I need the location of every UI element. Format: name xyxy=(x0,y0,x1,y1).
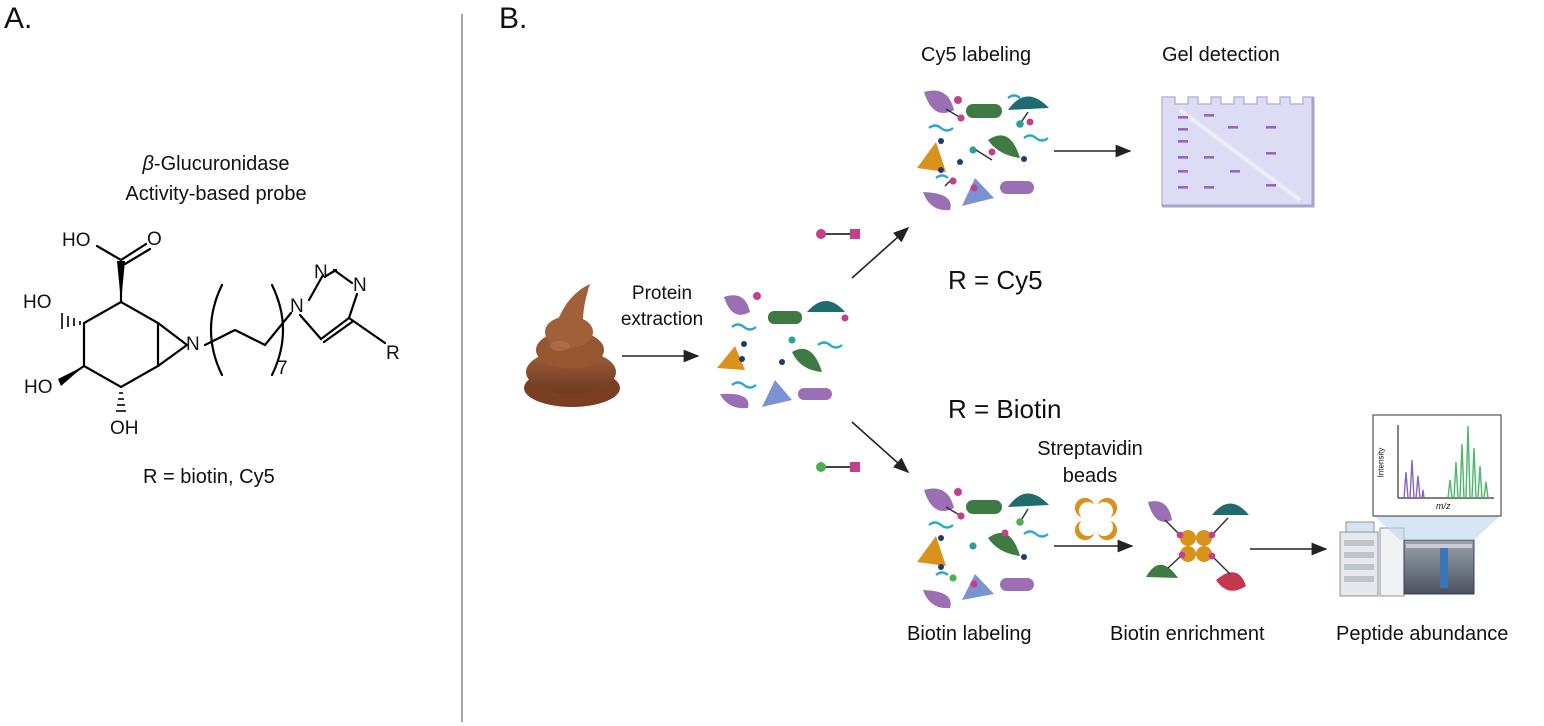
wedge-bond-acid xyxy=(117,261,125,302)
cy5-labeled-cluster xyxy=(917,90,1049,211)
repeat-bracket-left xyxy=(209,283,224,377)
panel-label-b: B. xyxy=(499,2,528,35)
probe-title: β-Glucuronidase xyxy=(108,153,324,176)
streptavidin-bead-icon xyxy=(1074,497,1118,541)
streptavidin-beads-label: Streptavidin beads xyxy=(1037,438,1143,487)
gel-detection-label: Gel detection xyxy=(1162,44,1280,66)
protein-extraction-label: Protein extraction xyxy=(620,283,704,330)
hash-bond-oh-lower xyxy=(116,392,126,412)
atom-ho-acid: HO xyxy=(62,230,91,251)
spectrum-inset xyxy=(1372,414,1502,540)
spectrum-y-axis-label: Intensity xyxy=(1376,447,1386,478)
atom-ho-1: HO xyxy=(23,292,52,313)
protein-mixture-icon xyxy=(717,292,849,409)
alkyl-chain xyxy=(203,311,293,347)
atom-n-triazole-2: N xyxy=(314,262,328,283)
atom-n-aziridine: N xyxy=(186,334,200,355)
stool-sample-icon xyxy=(524,284,620,407)
r-group-definition: R = biotin, Cy5 xyxy=(143,466,275,488)
biotin-labeled-cluster xyxy=(917,488,1049,609)
biotin-probe-icon xyxy=(816,462,860,472)
enriched-complex-icon xyxy=(1146,501,1249,591)
hash-bond-ho-upper xyxy=(61,313,81,329)
atom-ho-2: HO xyxy=(24,377,53,398)
spectrum-x-axis-label: m/z xyxy=(1436,501,1451,511)
probe-structure xyxy=(60,242,387,389)
probe-title-symbol: β xyxy=(142,153,154,175)
cy5-labeling-label: Cy5 labeling xyxy=(921,44,1032,66)
triazole-ring xyxy=(298,268,359,341)
atom-r-group: R xyxy=(386,343,400,364)
atom-oh: OH xyxy=(110,418,139,439)
atom-o-acid: O xyxy=(147,229,162,250)
gel-icon xyxy=(1161,96,1315,208)
atom-n-triazole-3: N xyxy=(353,275,367,296)
peptide-abundance-label: Peptide abundance xyxy=(1336,623,1509,645)
r-cy5-label: R = Cy5 xyxy=(948,265,1043,295)
biotin-enrichment-label: Biotin enrichment xyxy=(1110,623,1265,645)
probe-subtitle: Activity-based probe xyxy=(125,183,307,205)
probe-title-rest: -Glucuronidase xyxy=(153,153,290,175)
atom-n-triazole-1: N xyxy=(290,296,304,317)
repeat-bracket-right xyxy=(270,283,285,377)
arrow-to-biotin xyxy=(851,421,910,474)
arrow-to-cy5 xyxy=(851,226,910,279)
aziridine-ring xyxy=(156,321,189,368)
repeat-count: 7 xyxy=(277,358,288,379)
mass-spectrometer-icon xyxy=(1339,521,1475,597)
cyclohexane-ring xyxy=(82,300,160,389)
wedge-bond-ho xyxy=(58,366,84,386)
r-biotin-label: R = Biotin xyxy=(948,394,1062,424)
workflow-arrows xyxy=(622,144,1328,556)
cy5-probe-icon xyxy=(816,229,860,239)
panel-label-a: A. xyxy=(4,2,33,35)
biotin-labeling-label: Biotin labeling xyxy=(907,623,1032,645)
